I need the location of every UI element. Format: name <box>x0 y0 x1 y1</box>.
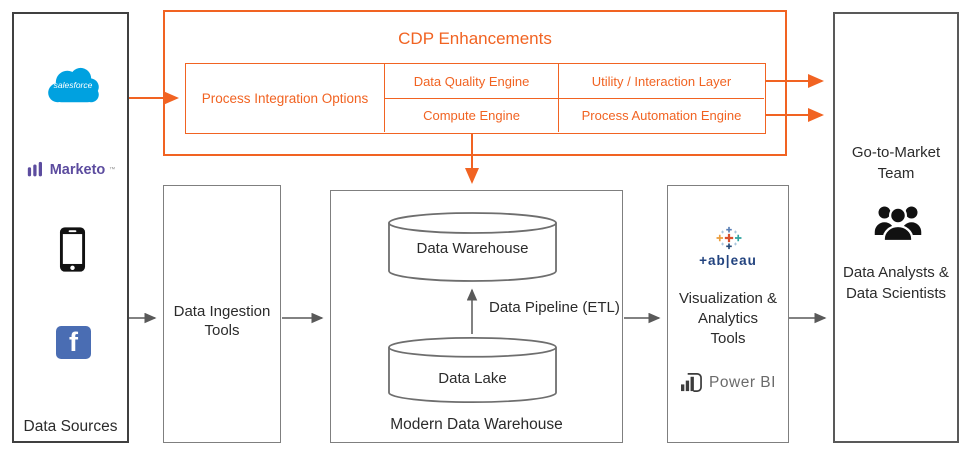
cdp-grid: Process Integration Options Data Quality… <box>185 63 766 134</box>
facebook-logo: f <box>56 326 91 359</box>
modern-data-warehouse-box: Data Warehouse Data Lake Data Pipeline (… <box>330 190 623 443</box>
cell-data-quality-engine: Data Quality Engine <box>384 64 558 98</box>
cell-utility-interaction-layer: Utility / Interaction Layer <box>558 64 764 98</box>
data-lake-cylinder-icon <box>388 337 557 403</box>
marketo-bars-icon <box>27 161 42 177</box>
salesforce-cloud-icon <box>48 67 99 103</box>
data-lake-label: Data Lake <box>438 370 507 387</box>
cell-process-integration-options: Process Integration Options <box>186 64 384 132</box>
go-to-market-team-label: Go-to-Market Team <box>851 144 941 182</box>
cell-process-automation-engine: Process Automation Engine <box>558 98 764 132</box>
data-analysts-scientists-label: Data Analysts & Data Scientists <box>843 264 949 302</box>
power-bi-logo: Power BI <box>668 372 788 393</box>
facebook-f-letter: f <box>69 327 78 357</box>
data-ingestion-tools-label: Data Ingestion Tools <box>173 303 271 339</box>
go-to-market-team-box: Go-to-Market Team Data Analysts & Data S… <box>833 12 959 443</box>
tableau-wordmark: +ab|eau <box>699 253 757 268</box>
power-bi-icon <box>681 373 702 392</box>
marketo-logo: Marketo ™ <box>14 160 127 180</box>
tableau-logo <box>716 226 742 255</box>
salesforce-wordmark: salesforce <box>53 80 93 90</box>
mobile-phone-icon <box>59 226 86 278</box>
visualization-analytics-tools-box: +ab|eau Visualization & Analytics Tools … <box>667 185 789 443</box>
power-bi-wordmark: Power BI <box>709 373 776 391</box>
marketo-wordmark: Marketo <box>49 162 106 178</box>
data-ingestion-tools-box: Data Ingestion Tools <box>163 185 281 443</box>
data-warehouse-label: Data Warehouse <box>416 240 529 257</box>
salesforce-logo: salesforce <box>44 66 102 108</box>
marketo-trademark: ™ <box>109 167 116 173</box>
cdp-title: CDP Enhancements <box>398 29 552 48</box>
data-sources-label: Data Sources <box>23 418 118 435</box>
team-people-icon <box>874 202 922 249</box>
cell-compute-engine: Compute Engine <box>384 98 558 132</box>
modern-data-warehouse-label: Modern Data Warehouse <box>390 416 563 433</box>
visualization-analytics-tools-label: Visualization & Analytics Tools <box>678 290 778 347</box>
data-warehouse-cylinder-icon <box>388 212 557 282</box>
data-pipeline-etl-label: Data Pipeline (ETL) <box>489 299 620 316</box>
data-sources-box: salesforce Marketo ™ f D <box>12 12 129 443</box>
